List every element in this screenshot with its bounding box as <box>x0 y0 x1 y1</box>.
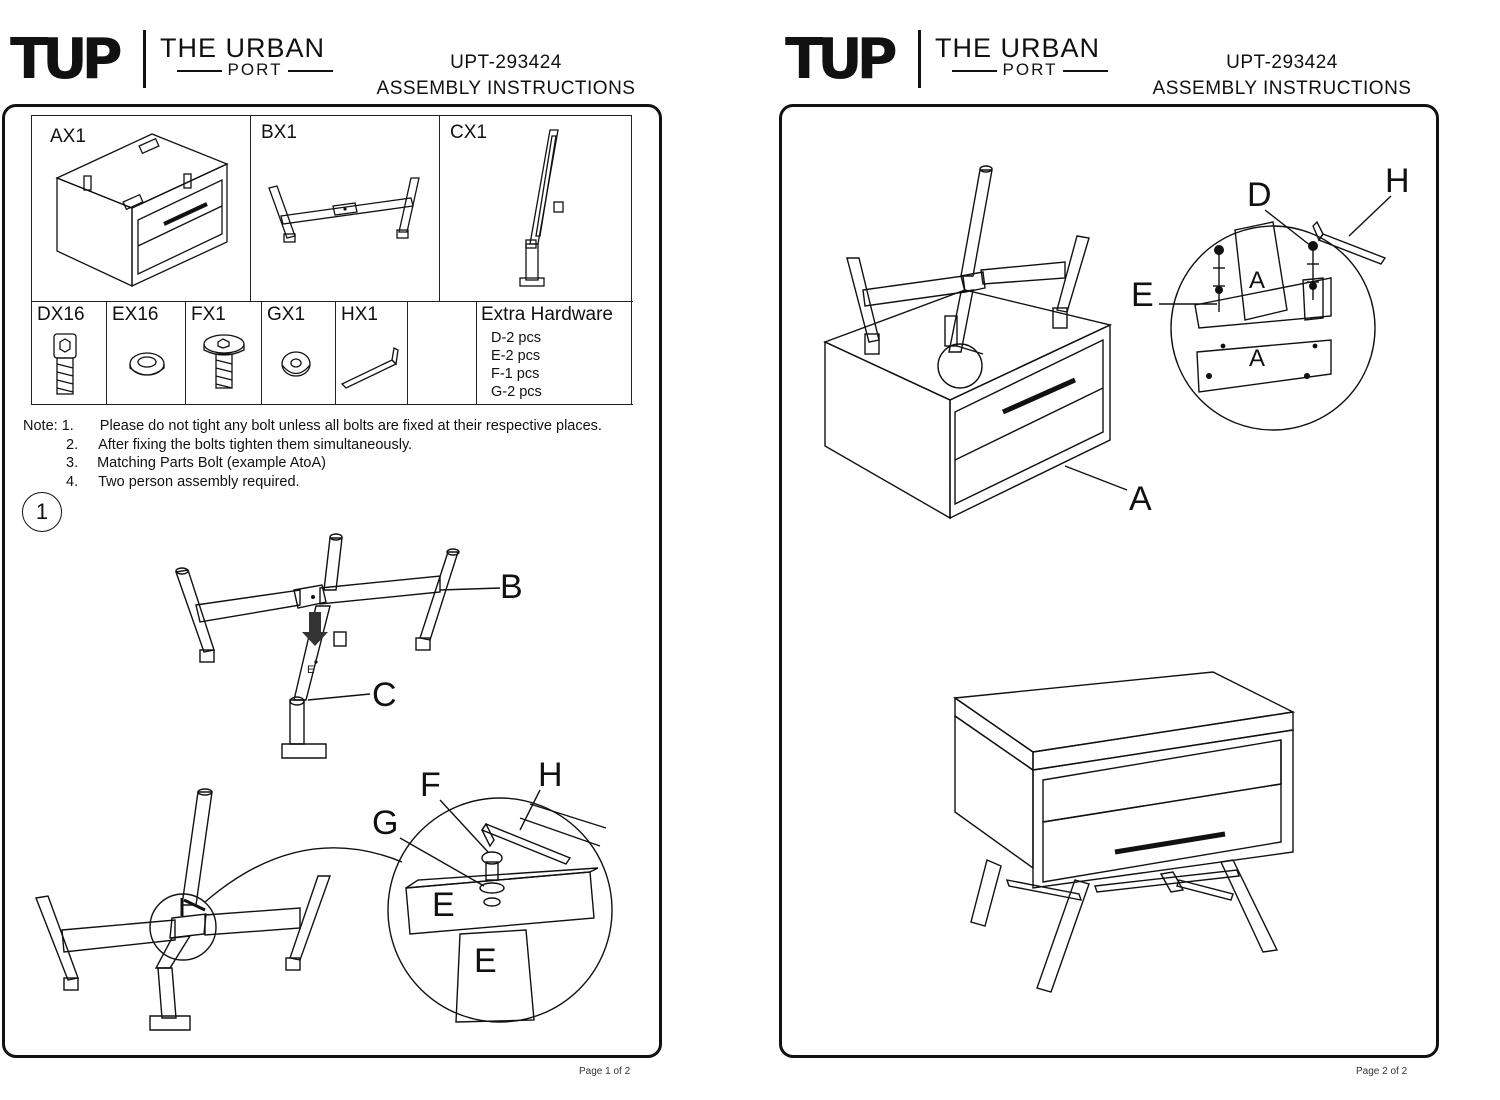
part-label: EX16 <box>112 304 159 325</box>
part-cell-c: CX1 <box>440 116 633 302</box>
logo-separator <box>143 30 146 88</box>
step-number-badge: 1 <box>22 492 62 532</box>
note-row: Note: 1.Please do not tight any bolt unl… <box>23 418 602 434</box>
lock-washer-e-icon <box>129 352 165 376</box>
callout-e-top: E <box>432 886 455 924</box>
extra-hardware-cell: Extra Hardware D-2 pcs E-2 pcs F-1 pcs G… <box>477 302 633 405</box>
part-label: DX16 <box>37 304 85 325</box>
frame-e-mark: E <box>307 664 315 676</box>
callout-b: B <box>500 568 523 606</box>
part-cell-d: DX16 <box>32 302 107 405</box>
logo-name-line1: THE URBAN <box>935 33 1101 63</box>
page-1: TUP THE URBAN PORT UPT-293424 ASSEMBLY I… <box>0 0 700 1100</box>
extra-hardware-item: F-1 pcs <box>491 366 540 382</box>
callout-h: H <box>1385 162 1410 200</box>
document-header: UPT-293424 ASSEMBLY INSTRUCTIONS <box>356 50 656 102</box>
part-cell-g: GX1 <box>262 302 336 405</box>
instruction-frame <box>779 104 1439 1058</box>
callout-e-bottom: E <box>474 942 497 980</box>
parts-table: AX1 BX1 <box>31 115 633 405</box>
instruction-frame <box>2 104 662 1058</box>
extra-hardware-title: Extra Hardware <box>481 304 613 325</box>
part-c-leg-drawing <box>519 129 564 287</box>
callout-g: G <box>372 804 399 842</box>
part-label: BX1 <box>261 122 297 143</box>
extra-hardware-item: G-2 pcs <box>491 384 542 400</box>
logo-mark: TUP <box>785 27 898 92</box>
callout-e: E <box>1131 276 1154 314</box>
logo-mark: TUP <box>10 27 123 92</box>
part-label: CX1 <box>450 122 487 143</box>
document-subtitle: ASSEMBLY INSTRUCTIONS <box>1152 78 1412 99</box>
down-arrow-icon <box>302 612 328 646</box>
part-label: GX1 <box>267 304 306 325</box>
document-header: UPT-293424 ASSEMBLY INSTRUCTIONS <box>1132 50 1432 102</box>
part-label: HX1 <box>341 304 378 325</box>
logo-name-line1: THE URBAN <box>160 33 326 63</box>
extra-hardware-item: E-2 pcs <box>491 348 541 364</box>
callout-a-bottom: A <box>1249 345 1266 372</box>
part-label: FX1 <box>191 304 226 325</box>
part-cell-b: BX1 <box>251 116 440 302</box>
logo-name-line2: PORT <box>935 60 1125 80</box>
model-number: UPT-293424 <box>1226 52 1338 73</box>
brand-logo: TUP THE URBAN PORT <box>10 28 350 90</box>
part-b-frame-drawing <box>268 177 420 243</box>
step2-mount-diagram <box>823 165 1392 520</box>
extra-hardware-item: D-2 pcs <box>491 330 541 346</box>
page-2: TUP THE URBAN PORT UPT-293424 ASSEMBLY I… <box>775 0 1475 1100</box>
model-number: UPT-293424 <box>450 52 562 73</box>
brand-logo: TUP THE URBAN PORT <box>785 28 1125 90</box>
page-number: Page 1 of 2 <box>579 1066 631 1077</box>
callout-a-main: A <box>1129 480 1152 518</box>
logo-name-line2: PORT <box>160 60 350 80</box>
part-cell-empty <box>408 302 477 405</box>
flat-washer-g-icon <box>281 351 311 377</box>
callout-h: H <box>538 756 563 794</box>
bolt-f-icon <box>203 334 245 389</box>
note-row: 2.After fixing the bolts tighten them si… <box>66 436 413 453</box>
callout-d: D <box>1247 176 1272 214</box>
note-row: 4.Two person assembly required. <box>66 473 300 490</box>
callout-a-top: A <box>1249 267 1266 294</box>
document-subtitle: ASSEMBLY INSTRUCTIONS <box>376 78 636 99</box>
part-cell-h: HX1 <box>336 302 408 405</box>
page-number: Page 2 of 2 <box>1356 1066 1408 1077</box>
callout-f: F <box>420 766 441 804</box>
part-cell-e: EX16 <box>107 302 186 405</box>
part-label: AX1 <box>50 126 86 147</box>
assembly-notes: Note: 1.Please do not tight any bolt unl… <box>23 417 602 491</box>
logo-separator <box>918 30 921 88</box>
finished-nightstand-drawing <box>953 671 1296 993</box>
part-cell-a: AX1 <box>32 116 251 302</box>
part-cell-f: FX1 <box>186 302 262 405</box>
bolt-d-icon <box>53 333 77 395</box>
part-a-cabinet-drawing <box>55 133 229 288</box>
callout-c: C <box>372 676 397 714</box>
step1-bolt-diagram <box>35 788 613 1031</box>
allen-key-h-icon <box>340 347 399 389</box>
note-row: 3.Matching Parts Bolt (example AtoA) <box>66 455 326 471</box>
step1-frame-diagram <box>175 533 501 759</box>
